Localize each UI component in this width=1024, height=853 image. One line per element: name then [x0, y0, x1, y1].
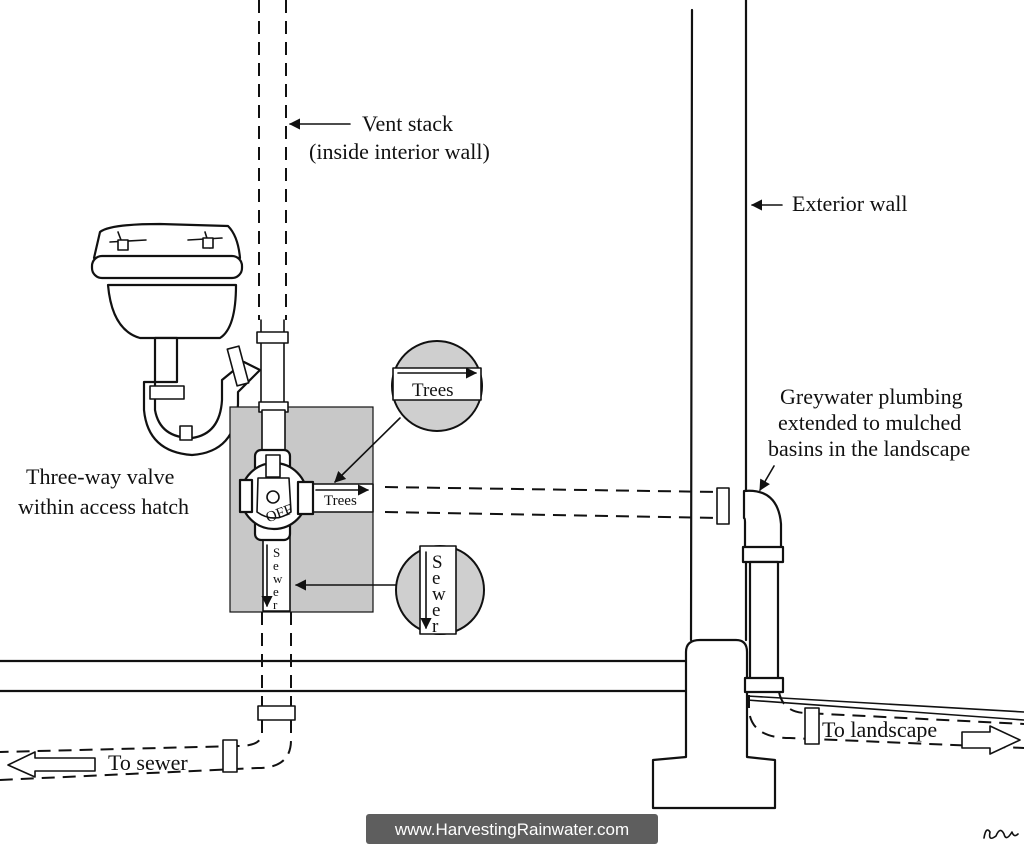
greywater-label-line3: basins in the landscape: [768, 436, 970, 461]
greywater-horizontal-pipe: [384, 486, 730, 525]
svg-text:e: e: [273, 558, 279, 573]
vent-stack-label-line1: Vent stack: [362, 111, 453, 136]
trees-callout-leader: [334, 417, 401, 483]
website-url[interactable]: www.HarvestingRainwater.com: [394, 820, 629, 839]
valve-label-line2: within access hatch: [18, 494, 189, 519]
svg-text:w: w: [432, 584, 446, 605]
trees-inset: Trees: [391, 340, 483, 432]
sewer-arrow: [7, 751, 96, 778]
drain-to-sewer: [0, 612, 296, 781]
vent-stack-label-line2: (inside interior wall): [309, 139, 490, 164]
svg-text:e: e: [273, 584, 279, 599]
greywater-downpipe: [741, 489, 785, 694]
to-sewer-label: To sewer: [108, 750, 188, 775]
svg-text:e: e: [432, 600, 440, 621]
trees-outlet-label: Trees: [324, 493, 357, 509]
trees-inset-label: Trees: [412, 380, 454, 401]
svg-text:r: r: [432, 616, 439, 637]
greywater-label-line2: extended to mulched: [778, 410, 961, 435]
pipe-to-landscape: [746, 691, 1024, 749]
valve-label-line1: Three-way valve: [26, 464, 174, 489]
to-landscape-label: To landscape: [822, 717, 937, 742]
sewer-inset: S e w e r: [395, 545, 485, 637]
greywater-leader: [759, 465, 775, 491]
greywater-label-line1: Greywater plumbing: [780, 384, 963, 409]
svg-text:r: r: [273, 597, 278, 612]
floor-slab: [0, 659, 690, 693]
svg-text:S: S: [273, 545, 280, 560]
three-way-valve: OFF: [238, 448, 315, 542]
svg-text:S: S: [432, 552, 443, 573]
vent-stack: [256, 0, 289, 403]
artist-signature: [983, 829, 1019, 840]
exterior-wall-label: Exterior wall: [792, 191, 907, 216]
sink: [90, 222, 262, 457]
exterior-wall: [689, 0, 748, 642]
svg-text:w: w: [273, 571, 283, 586]
landscape-arrow: [961, 725, 1021, 755]
svg-text:e: e: [432, 568, 440, 589]
sewer-outlet-label: S e w e r: [273, 545, 283, 612]
website-badge[interactable]: www.HarvestingRainwater.com: [366, 814, 658, 844]
